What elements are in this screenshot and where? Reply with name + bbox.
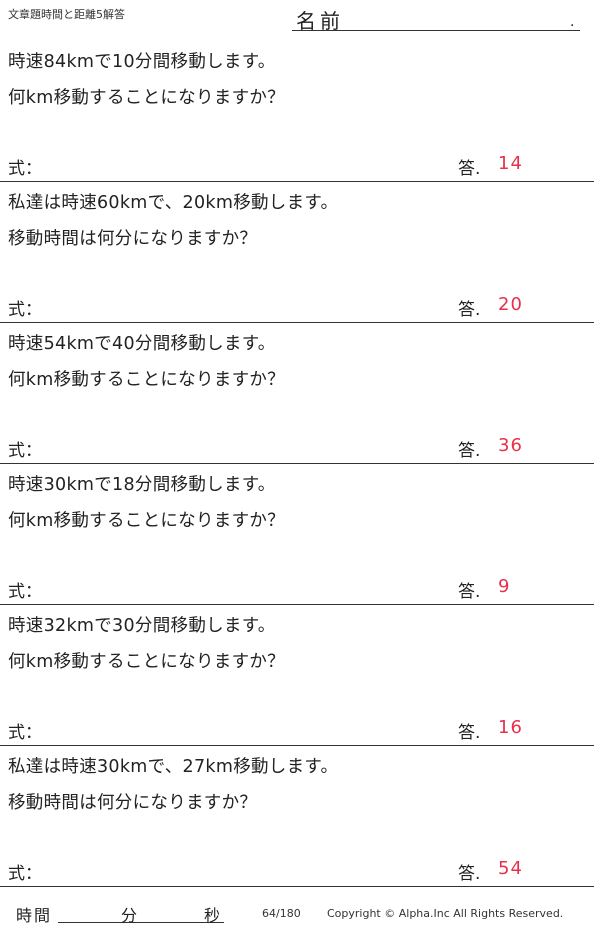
formula-label: 式： bbox=[8, 441, 42, 461]
problem-question-line1: 私達は時速60kmで、20km移動します。 bbox=[8, 193, 339, 213]
problem-question-line1: 時速54kmで40分間移動します。 bbox=[8, 334, 276, 354]
problem-4: 時速30kmで18分間移動します。 何km移動することになりますか？ 式： 答.… bbox=[0, 463, 594, 605]
problem-question-line2: 何km移動することになりますか？ bbox=[8, 511, 285, 531]
footer: 時間 分 秒 64/180 Copyright © Alpha.Inc All … bbox=[0, 890, 600, 928]
answer-label: 答. bbox=[458, 159, 481, 179]
problem-question-line2: 何km移動することになりますか？ bbox=[8, 652, 285, 672]
page-number: 64/180 bbox=[262, 907, 301, 920]
problem-question-line1: 時速30kmで18分間移動します。 bbox=[8, 475, 276, 495]
formula-label: 式： bbox=[8, 159, 42, 179]
problem-question-line2: 移動時間は何分になりますか？ bbox=[8, 793, 258, 813]
answer-label: 答. bbox=[458, 582, 481, 602]
answer-value: 9 bbox=[498, 576, 511, 597]
answer-label: 答. bbox=[458, 300, 481, 320]
answer-value: 14 bbox=[498, 153, 523, 174]
time-field-line[interactable] bbox=[58, 922, 224, 923]
problem-1: 時速84kmで10分間移動します。 何km移動することになりますか？ 式： 答.… bbox=[0, 40, 594, 182]
name-field-line[interactable] bbox=[292, 30, 580, 31]
problem-6: 私達は時速30kmで、27km移動します。 移動時間は何分になりますか？ 式： … bbox=[0, 745, 594, 887]
problem-question-line1: 私達は時速30kmで、27km移動します。 bbox=[8, 757, 339, 777]
problem-question-line2: 移動時間は何分になりますか？ bbox=[8, 229, 258, 249]
problem-question-line1: 時速32kmで30分間移動します。 bbox=[8, 616, 276, 636]
answer-value: 20 bbox=[498, 294, 523, 315]
answer-value: 54 bbox=[498, 858, 523, 879]
problem-question-line2: 何km移動することになりますか？ bbox=[8, 88, 285, 108]
answer-label: 答. bbox=[458, 864, 481, 884]
problem-5: 時速32kmで30分間移動します。 何km移動することになりますか？ 式： 答.… bbox=[0, 604, 594, 746]
answer-label: 答. bbox=[458, 723, 481, 743]
second-label: 秒 bbox=[204, 906, 221, 925]
document-title: 文章題時間と距離5解答 bbox=[8, 8, 125, 21]
name-label: 名前 bbox=[296, 9, 344, 33]
answer-value: 36 bbox=[498, 435, 523, 456]
answer-label: 答. bbox=[458, 441, 481, 461]
copyright-notice: Copyright © Alpha.Inc All Rights Reserve… bbox=[327, 907, 564, 920]
problem-3: 時速54kmで40分間移動します。 何km移動することになりますか？ 式： 答.… bbox=[0, 322, 594, 464]
time-label: 時間 bbox=[16, 906, 53, 925]
header: 文章題時間と距離5解答 名前 . bbox=[0, 0, 600, 40]
answer-value: 16 bbox=[498, 717, 523, 738]
problem-question-line2: 何km移動することになりますか？ bbox=[8, 370, 285, 390]
formula-label: 式： bbox=[8, 864, 42, 884]
problem-2: 私達は時速60kmで、20km移動します。 移動時間は何分になりますか？ 式： … bbox=[0, 181, 594, 323]
name-field-dot: . bbox=[570, 14, 575, 30]
minute-label: 分 bbox=[121, 906, 138, 925]
problem-question-line1: 時速84kmで10分間移動します。 bbox=[8, 52, 276, 72]
formula-label: 式： bbox=[8, 582, 42, 602]
formula-label: 式： bbox=[8, 300, 42, 320]
formula-label: 式： bbox=[8, 723, 42, 743]
